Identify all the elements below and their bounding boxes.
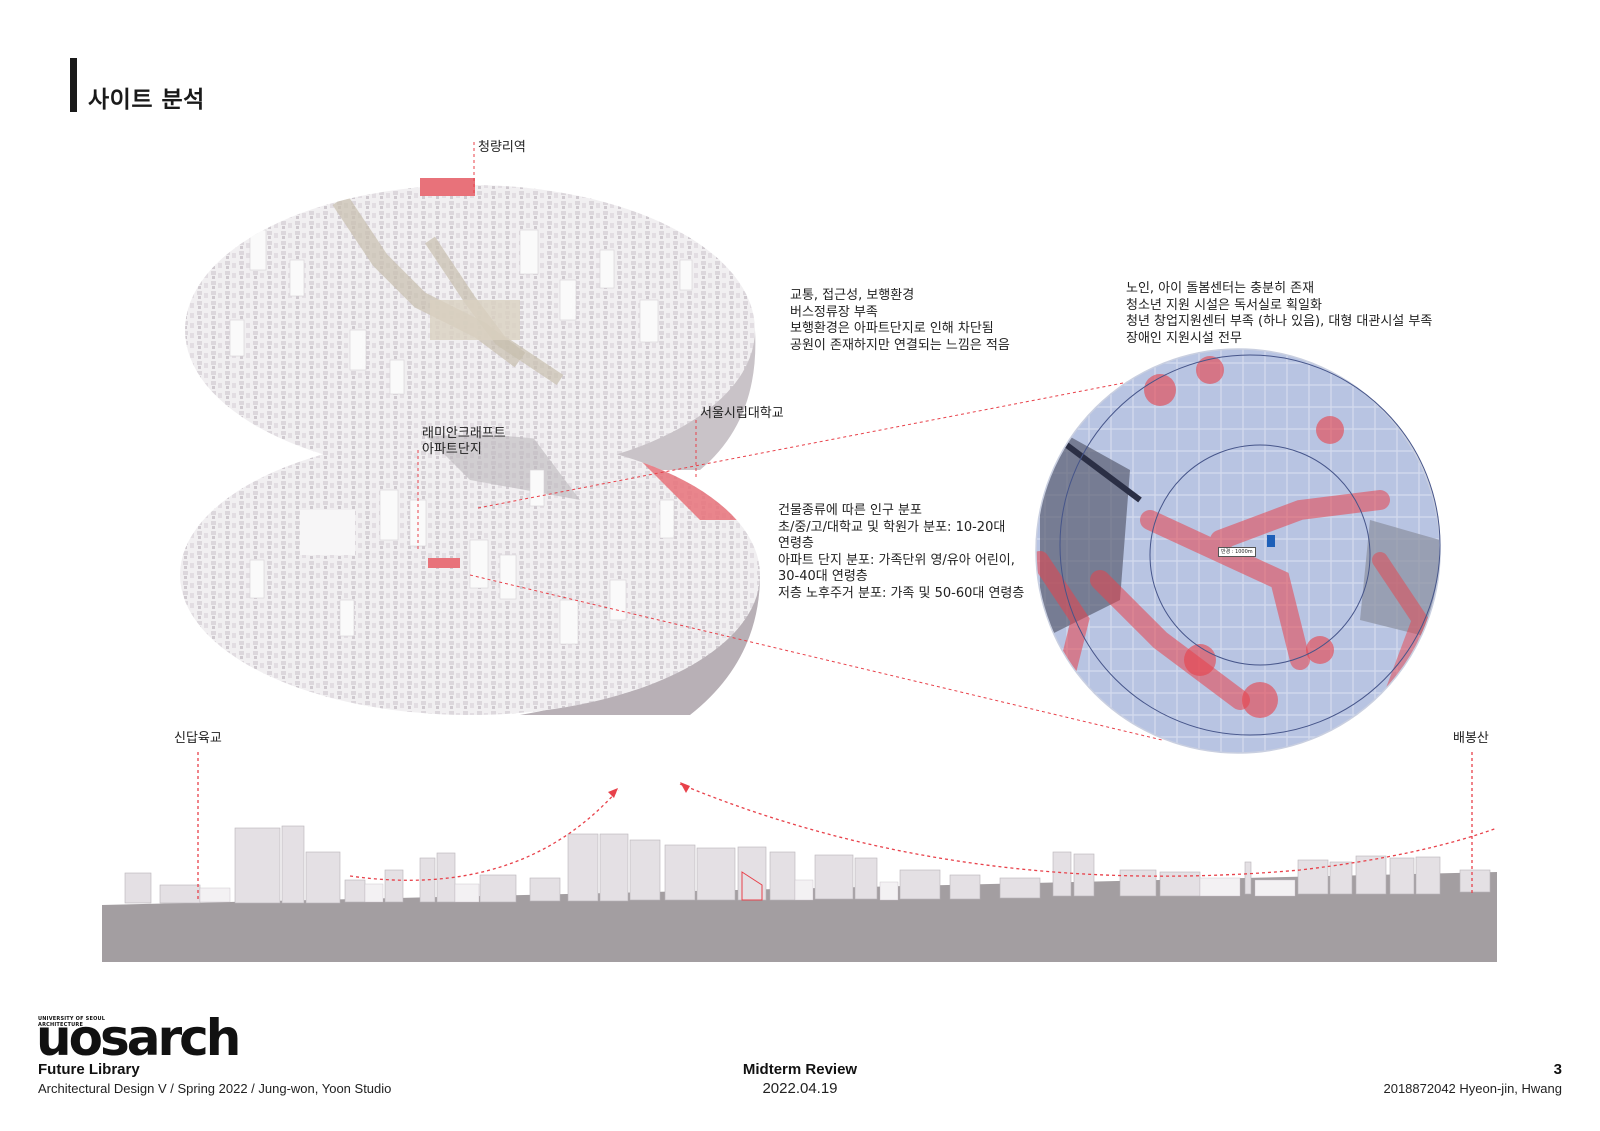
uosarch-logo: uosarch bbox=[36, 1009, 241, 1067]
note-population-line: 30-40대 연령층 bbox=[778, 569, 868, 584]
note-population: 건물종류에 따른 인구 분포 초/중/고/대학교 및 학원가 분포: 10-20… bbox=[778, 503, 1024, 602]
page-number: 3 bbox=[1553, 1061, 1562, 1078]
note-transport-line: 교통, 접근성, 보행환경 bbox=[790, 288, 915, 303]
logo-subtitle: UNIVERSITY OF SEOUL ARCHITECTURE bbox=[38, 1016, 105, 1028]
note-facilities-line: 청소년 지원 시설은 독서실로 획일화 bbox=[1126, 297, 1322, 313]
skyline-sight-lines bbox=[197, 752, 1498, 900]
aerial-leader-lines bbox=[417, 142, 1181, 741]
note-population-line: 초/중/고/대학교 및 학원가 분포: 10-20대 bbox=[778, 519, 1006, 535]
note-population-line: 저층 노후주거 분포: 가족 및 50-60대 연령층 bbox=[778, 585, 1025, 601]
logo-subtitle-line2: ARCHITECTURE bbox=[38, 1022, 84, 1028]
note-facilities-line: 노인, 아이 돌봄센터는 충분히 존재 bbox=[1126, 281, 1315, 296]
note-population-line: 건물종류에 따른 인구 분포 bbox=[778, 503, 922, 518]
aerial-model-top bbox=[185, 178, 756, 475]
note-facilities-line: 장애인 지원시설 전무 bbox=[1126, 330, 1242, 346]
review-title: Midterm Review bbox=[742, 1061, 858, 1078]
label-university-of-seoul: 서울시립대학교 bbox=[700, 406, 784, 421]
label-raemian-line2: 아파트단지 bbox=[422, 442, 482, 457]
review-date: 2022.04.19 bbox=[762, 1080, 838, 1097]
label-sindap-overpass: 신답육교 bbox=[174, 731, 222, 746]
map-radius-label: 반경 : 1000m bbox=[1218, 547, 1256, 557]
note-population-line: 연령층 bbox=[778, 536, 814, 551]
note-transport-line: 보행환경은 아파트단지로 인해 차단됨 bbox=[790, 321, 994, 336]
project-title: Future Library bbox=[38, 1061, 140, 1078]
label-cheongnyangni-station: 청량리역 bbox=[478, 140, 526, 155]
note-transport-line: 버스정류장 부족 bbox=[790, 304, 878, 320]
note-facilities: 노인, 아이 돌봄센터는 충분히 존재 청소년 지원 시설은 독서실로 획일화 … bbox=[1126, 281, 1432, 347]
skyline-section bbox=[102, 825, 1497, 962]
course-info: Architectural Design V / Spring 2022 / J… bbox=[38, 1081, 392, 1096]
note-transport-line: 공원이 존재하지만 연결되는 느낌은 적음 bbox=[790, 337, 1010, 353]
logo-subtitle-line1: UNIVERSITY OF SEOUL bbox=[38, 1016, 106, 1022]
note-transport: 교통, 접근성, 보행환경 버스정류장 부족 보행환경은 아파트단지로 인해 차… bbox=[790, 288, 1010, 354]
title-accent-bar bbox=[70, 58, 77, 112]
author-info: 2018872042 Hyeon-jin, Hwang bbox=[1383, 1081, 1562, 1096]
label-baebongsan: 배봉산 bbox=[1453, 731, 1489, 746]
note-population-line: 아파트 단지 분포: 가족단위 영/유아 어린이, bbox=[778, 552, 1015, 568]
note-facilities-line: 청년 창업지원센터 부족 (하나 있음), 대형 대관시설 부족 bbox=[1126, 314, 1433, 329]
sight-line-arrowheads bbox=[608, 782, 690, 798]
label-raemian-line1: 래미안크래프트 bbox=[422, 426, 506, 441]
page-title: 사이트 분석 bbox=[88, 87, 205, 113]
